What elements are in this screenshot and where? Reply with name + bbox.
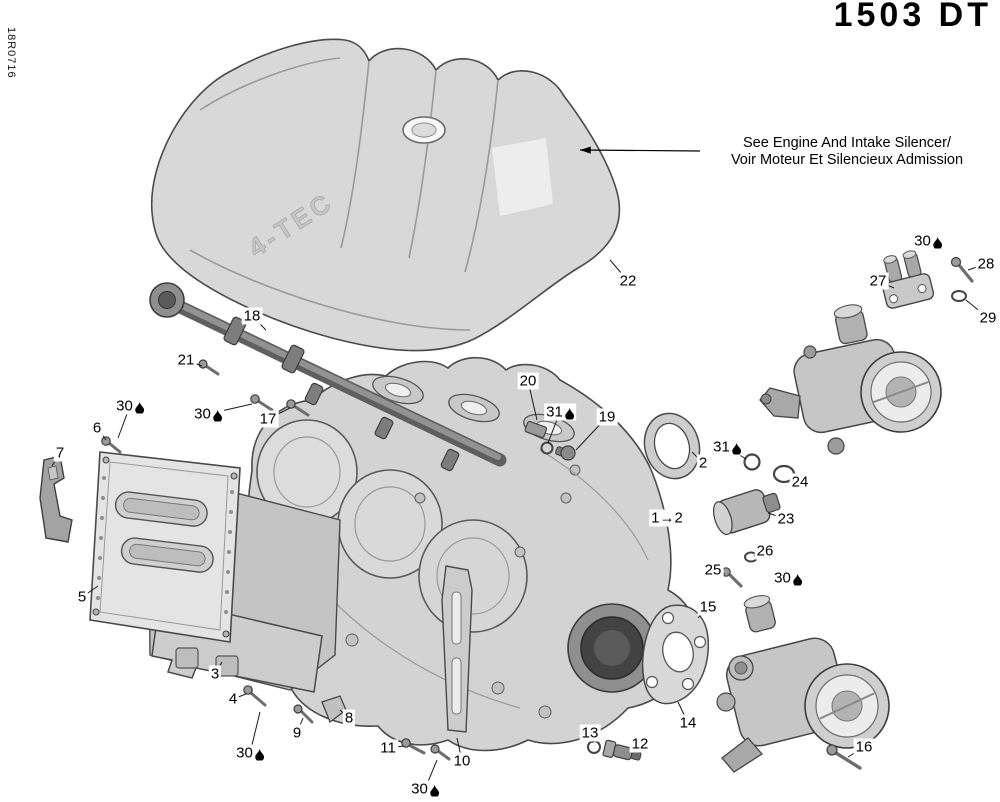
note-arrow	[579, 146, 701, 154]
engine-note-line2: Voir Moteur Et Silencieux Admission	[730, 152, 964, 169]
bracket-27-part	[882, 250, 935, 309]
rail-end-parts	[524, 420, 576, 461]
ecm-module-part	[89, 451, 241, 643]
o-ring-13-part	[587, 740, 601, 754]
page-title: 1503 DT	[833, 0, 992, 34]
support-bracket-part	[441, 565, 473, 733]
solenoid-group	[712, 453, 796, 588]
adapter-plate-part	[641, 604, 710, 705]
gasket-ring-part	[643, 412, 701, 480]
throttle-body-lower-part	[716, 595, 890, 773]
washer-29-part	[951, 290, 967, 302]
throttle-body-upper-part	[759, 304, 942, 455]
engine-note: See Engine And Intake Silencer/ Voir Mot…	[698, 135, 996, 169]
engine-note-line1: See Engine And Intake Silencer/	[743, 135, 951, 151]
bracket-7-part	[39, 455, 73, 543]
engine-cover-part: 4-TEC	[150, 38, 621, 352]
screw-28-part	[950, 256, 974, 283]
fuel-rail-part	[149, 282, 507, 472]
screws-group	[101, 359, 451, 761]
sensor-part	[602, 739, 642, 761]
